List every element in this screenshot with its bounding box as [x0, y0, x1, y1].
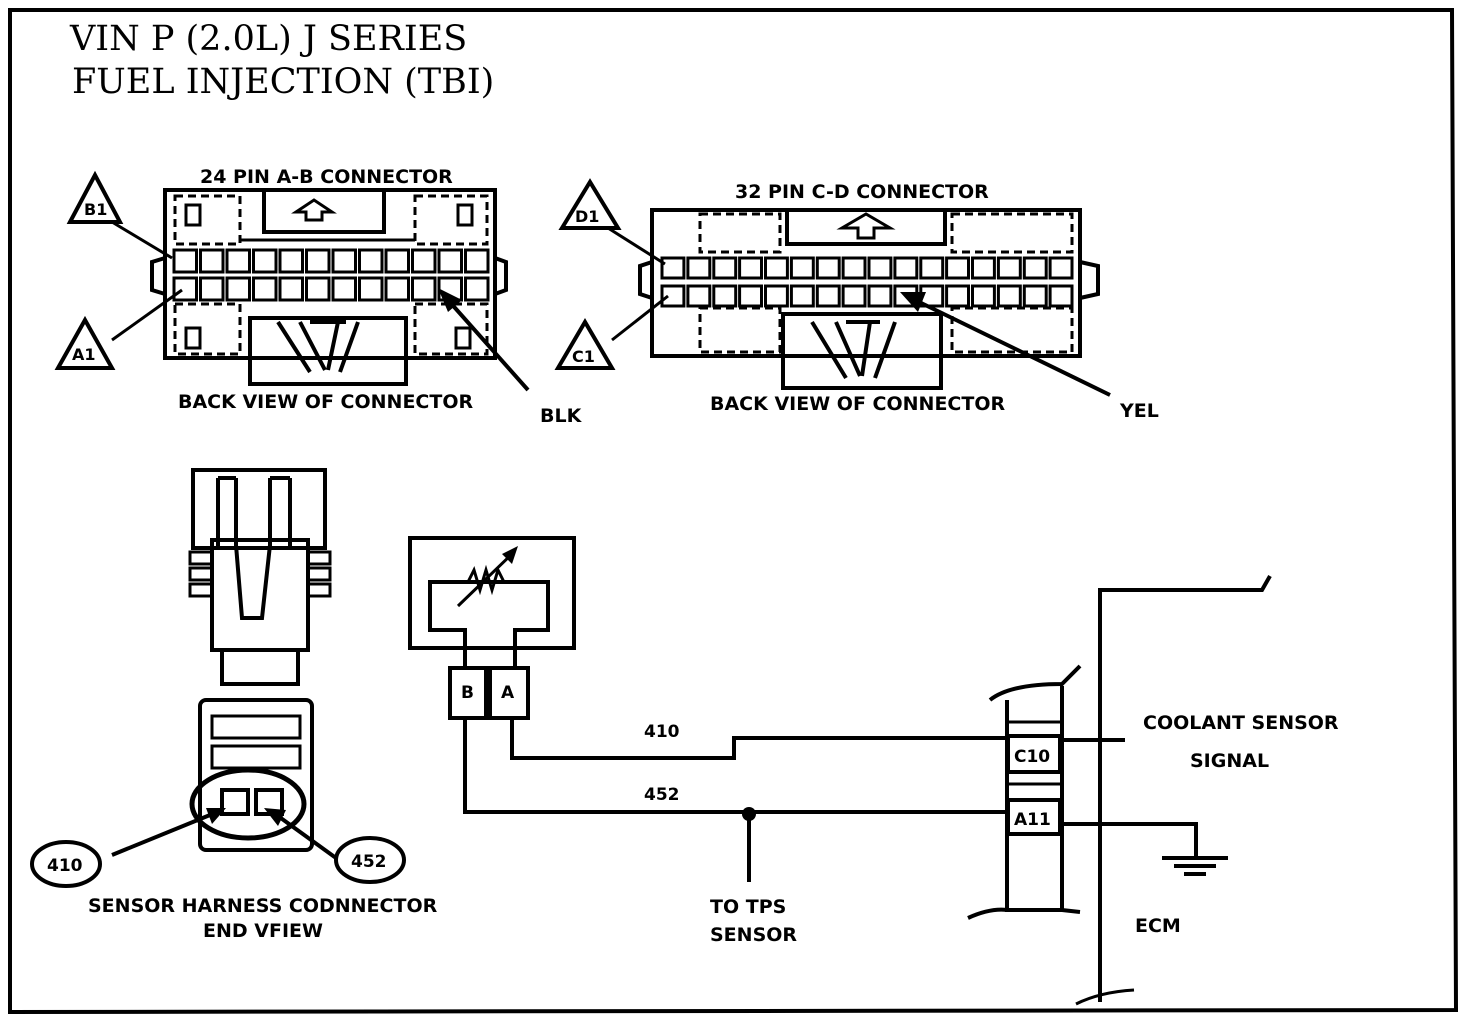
- ecm-pin-c10: C10: [1014, 747, 1050, 767]
- connector-cd-pin-cavity: [660, 284, 686, 308]
- connector-cd: 32 PIN C-D CONNECTOR D1 C1 YEL BACK VIEW…: [554, 178, 1159, 422]
- connector-cd-pin-cavity: [712, 284, 738, 308]
- connector-cd-pin-cavity: [945, 256, 970, 280]
- connector-ab-pin-cavity: [252, 276, 278, 302]
- connector-cd-pin-cavity: [815, 284, 841, 308]
- wire-label-452: 452: [644, 785, 680, 805]
- page-border: [8, 8, 1459, 1015]
- connector-cd-pin-cavity: [686, 284, 712, 308]
- ecm-label: ECM: [1135, 915, 1181, 937]
- connector-cd-pin-cavity: [841, 284, 867, 308]
- connector-ab-pin-cavity: [199, 276, 225, 302]
- harness-circuit-452: 452: [351, 852, 387, 872]
- connector-ab-pin-cavity: [172, 276, 198, 302]
- connector-cd-caption: BACK VIEW OF CONNECTOR: [710, 393, 1005, 415]
- connector-cd-pin-cavity: [945, 284, 970, 308]
- connector-ab-pin-cavity: [305, 248, 331, 274]
- ground-icon: [1162, 856, 1228, 876]
- connector-ab-pin-cavity: [172, 248, 198, 274]
- connector-cd-pin-cavity: [1048, 284, 1074, 308]
- connector-ab-pin-cavity: [358, 276, 384, 302]
- connector-cd-name: 32 PIN C-D CONNECTOR: [735, 181, 989, 203]
- connector-ab: 24 PIN A-B CONNECTOR B1 A1 B: [54, 166, 583, 427]
- connector-ab-pin-cavity: [252, 248, 278, 274]
- ecm-signal-line-2: SIGNAL: [1190, 750, 1269, 772]
- sensor-schematic: B A: [408, 536, 576, 720]
- connector-cd-pin-cavity: [867, 256, 893, 280]
- circuit-wires: 410 452 TO TPS SENSOR: [463, 718, 1008, 946]
- connector-ab-pin-cavity: [464, 276, 490, 302]
- connector-cd-pin-cavity: [738, 284, 763, 308]
- connector-cd-pin-cavity: [789, 256, 815, 280]
- connector-ab-pin-b1: B1: [84, 200, 107, 219]
- connector-ab-caption: BACK VIEW OF CONNECTOR: [178, 391, 473, 413]
- connector-cd-pin-cavity: [738, 256, 763, 280]
- connector-ab-wire-color: BLK: [540, 405, 583, 427]
- connector-cd-pin-cavity: [1022, 284, 1048, 308]
- connector-cd-pin-cavity: [764, 256, 789, 280]
- coolant-sensor-plug: [188, 468, 332, 686]
- tps-label-line-2: SENSOR: [710, 924, 797, 946]
- connector-cd-pin-cavity: [712, 256, 738, 280]
- connector-ab-pin-a1: A1: [72, 345, 96, 364]
- connector-ab-pin-cavity: [225, 248, 251, 274]
- title-line-1: VIN P (2.0L) J SERIES: [69, 19, 467, 59]
- harness-caption-line-2: END VFIEW: [203, 920, 323, 942]
- connector-cd-pin-cavity: [1022, 256, 1048, 280]
- title-line-2: FUEL INJECTION (TBI): [72, 62, 494, 102]
- connector-cd-pin-cavity: [815, 256, 841, 280]
- connector-ab-pin-cavity: [384, 248, 410, 274]
- connector-ab-pin-cavity: [331, 248, 357, 274]
- ecm-pin-a11: A11: [1014, 810, 1051, 830]
- connector-ab-pin-cavity: [358, 248, 384, 274]
- connector-cd-pin-cavity: [893, 256, 919, 280]
- connector-cd-pin-cavity: [971, 256, 996, 280]
- connector-ab-arrow-icon: [291, 198, 337, 222]
- connector-ab-pin-cavity: [437, 248, 463, 274]
- connector-ab-pin-cavity: [278, 248, 304, 274]
- connector-ab-pin-cavity: [331, 276, 357, 302]
- wire-410: [510, 718, 1008, 760]
- sensor-terminal-b: B: [461, 683, 474, 703]
- tps-label-line-1: TO TPS: [710, 896, 786, 918]
- connector-cd-wire-color: YEL: [1119, 400, 1159, 422]
- ecm: C10 A11 COOLANT SENSOR SIGNAL ECM: [967, 575, 1339, 1006]
- connector-ab-pin-cavity: [305, 276, 331, 302]
- connector-cd-pin-cavity: [919, 256, 945, 280]
- connector-ab-pin-cavity: [278, 276, 304, 302]
- connector-cd-arrow-icon: [836, 212, 896, 240]
- connector-ab-pin-cavity: [464, 248, 490, 274]
- connector-ab-pin-cavity: [384, 276, 410, 302]
- connector-cd-pin-cavity: [686, 256, 712, 280]
- connector-cd-pin-cavity: [867, 284, 893, 308]
- connector-cd-pin-cavity: [996, 284, 1022, 308]
- connector-cd-pin-d1: D1: [575, 207, 599, 226]
- ecm-signal-line-1: COOLANT SENSOR: [1143, 712, 1339, 734]
- connector-cd-pin-cavity: [841, 256, 867, 280]
- connector-cd-pin-c1: C1: [572, 347, 595, 366]
- connector-cd-pin-cavity: [971, 284, 996, 308]
- connector-ab-pin-cavity: [225, 276, 251, 302]
- sensor-terminal-a: A: [501, 683, 515, 703]
- connector-cd-pin-cavity: [764, 284, 789, 308]
- connector-ab-pin-cavity: [199, 248, 225, 274]
- harness-connector: 410 452 SENSOR HARNESS CODNNECTOR END VF…: [30, 698, 438, 942]
- connector-ab-name: 24 PIN A-B CONNECTOR: [200, 166, 453, 188]
- wire-452: [463, 718, 1008, 814]
- connector-cd-pin-cavity: [660, 256, 686, 280]
- wire-label-410: 410: [644, 722, 680, 742]
- harness-caption-line-1: SENSOR HARNESS CODNNECTOR: [88, 895, 438, 917]
- connector-cd-pin-cavity: [789, 284, 815, 308]
- connector-cd-pin-cavity: [996, 256, 1022, 280]
- harness-circuit-410: 410: [47, 856, 83, 876]
- thermistor-icon: [466, 564, 506, 596]
- connector-ab-pin-cavity: [411, 276, 437, 302]
- connector-cd-pin-cavity: [1048, 256, 1074, 280]
- connector-ab-pin-cavity: [411, 248, 437, 274]
